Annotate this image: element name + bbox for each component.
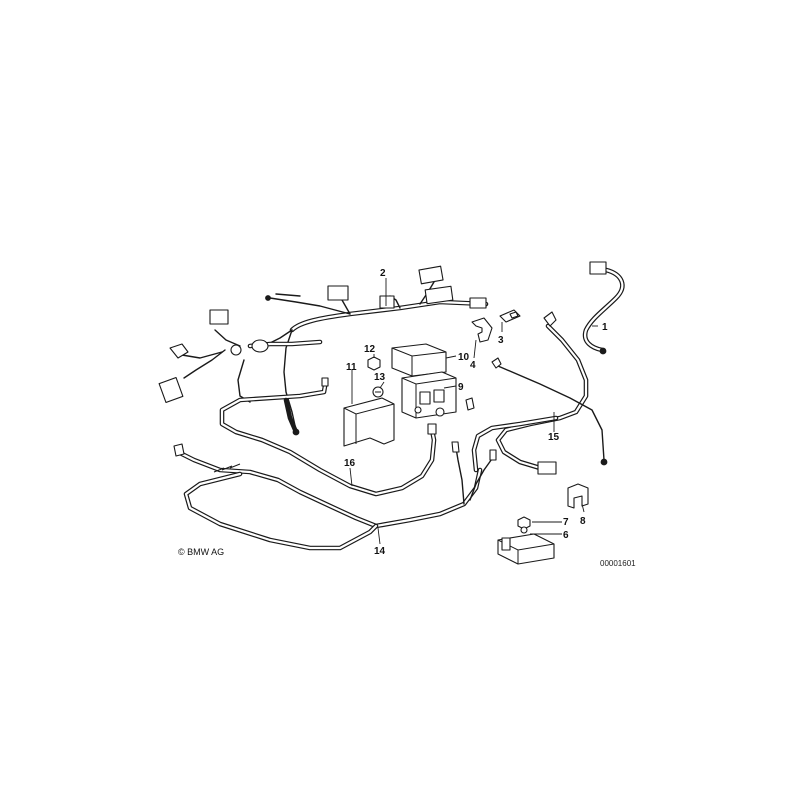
connector-icon — [418, 265, 444, 285]
callout-2: 2 — [380, 268, 386, 279]
callout-8: 8 — [580, 516, 586, 527]
connector-icon — [158, 376, 184, 404]
callout-14: 14 — [374, 546, 386, 557]
battery-cable-1 — [582, 261, 625, 355]
cable-16 — [219, 377, 437, 497]
clip-8 — [567, 483, 589, 509]
callout-3: 3 — [498, 335, 504, 346]
connector-icon — [469, 297, 487, 309]
nut-7 — [517, 516, 531, 530]
clip-4 — [471, 317, 493, 343]
leader-lines — [349, 278, 598, 545]
copyright-notice: © BMW AG — [178, 547, 224, 557]
connector-icon — [379, 295, 395, 309]
connector-3 — [499, 309, 521, 323]
diagram-reference-number: 00001601 — [600, 559, 636, 568]
callout-7: 7 — [563, 517, 569, 528]
callout-1: 1 — [602, 322, 608, 333]
callout-11: 11 — [346, 362, 357, 373]
callout-15: 15 — [548, 432, 560, 443]
fuse-holder-9 — [401, 371, 457, 419]
connector-icon — [209, 309, 229, 325]
cover-11 — [343, 397, 395, 447]
callout-9: 9 — [458, 382, 464, 393]
screw-13 — [372, 386, 384, 398]
callout-labels: 1 2 3 4 6 7 8 9 10 11 12 13 14 15 16 — [344, 268, 608, 557]
callout-12: 12 — [364, 344, 376, 355]
cable-14 — [173, 441, 497, 551]
connector-icon — [537, 461, 557, 475]
connector-icon — [424, 285, 454, 305]
grommet-icon — [230, 344, 242, 356]
callout-16: 16 — [344, 458, 356, 469]
nut-12 — [367, 356, 381, 371]
grommet-icon — [251, 339, 269, 353]
callout-13: 13 — [374, 372, 386, 383]
connector-icon — [169, 343, 189, 359]
connector-icon — [589, 261, 607, 275]
callout-6: 6 — [563, 530, 569, 541]
connector-icon — [327, 285, 349, 301]
callout-10: 10 — [458, 352, 470, 363]
relay-box-10 — [391, 343, 447, 377]
battery-cable-15 — [465, 311, 608, 475]
callout-4: 4 — [470, 360, 476, 371]
engine-wiring-harness — [158, 265, 489, 436]
bracket-6 — [497, 526, 555, 565]
